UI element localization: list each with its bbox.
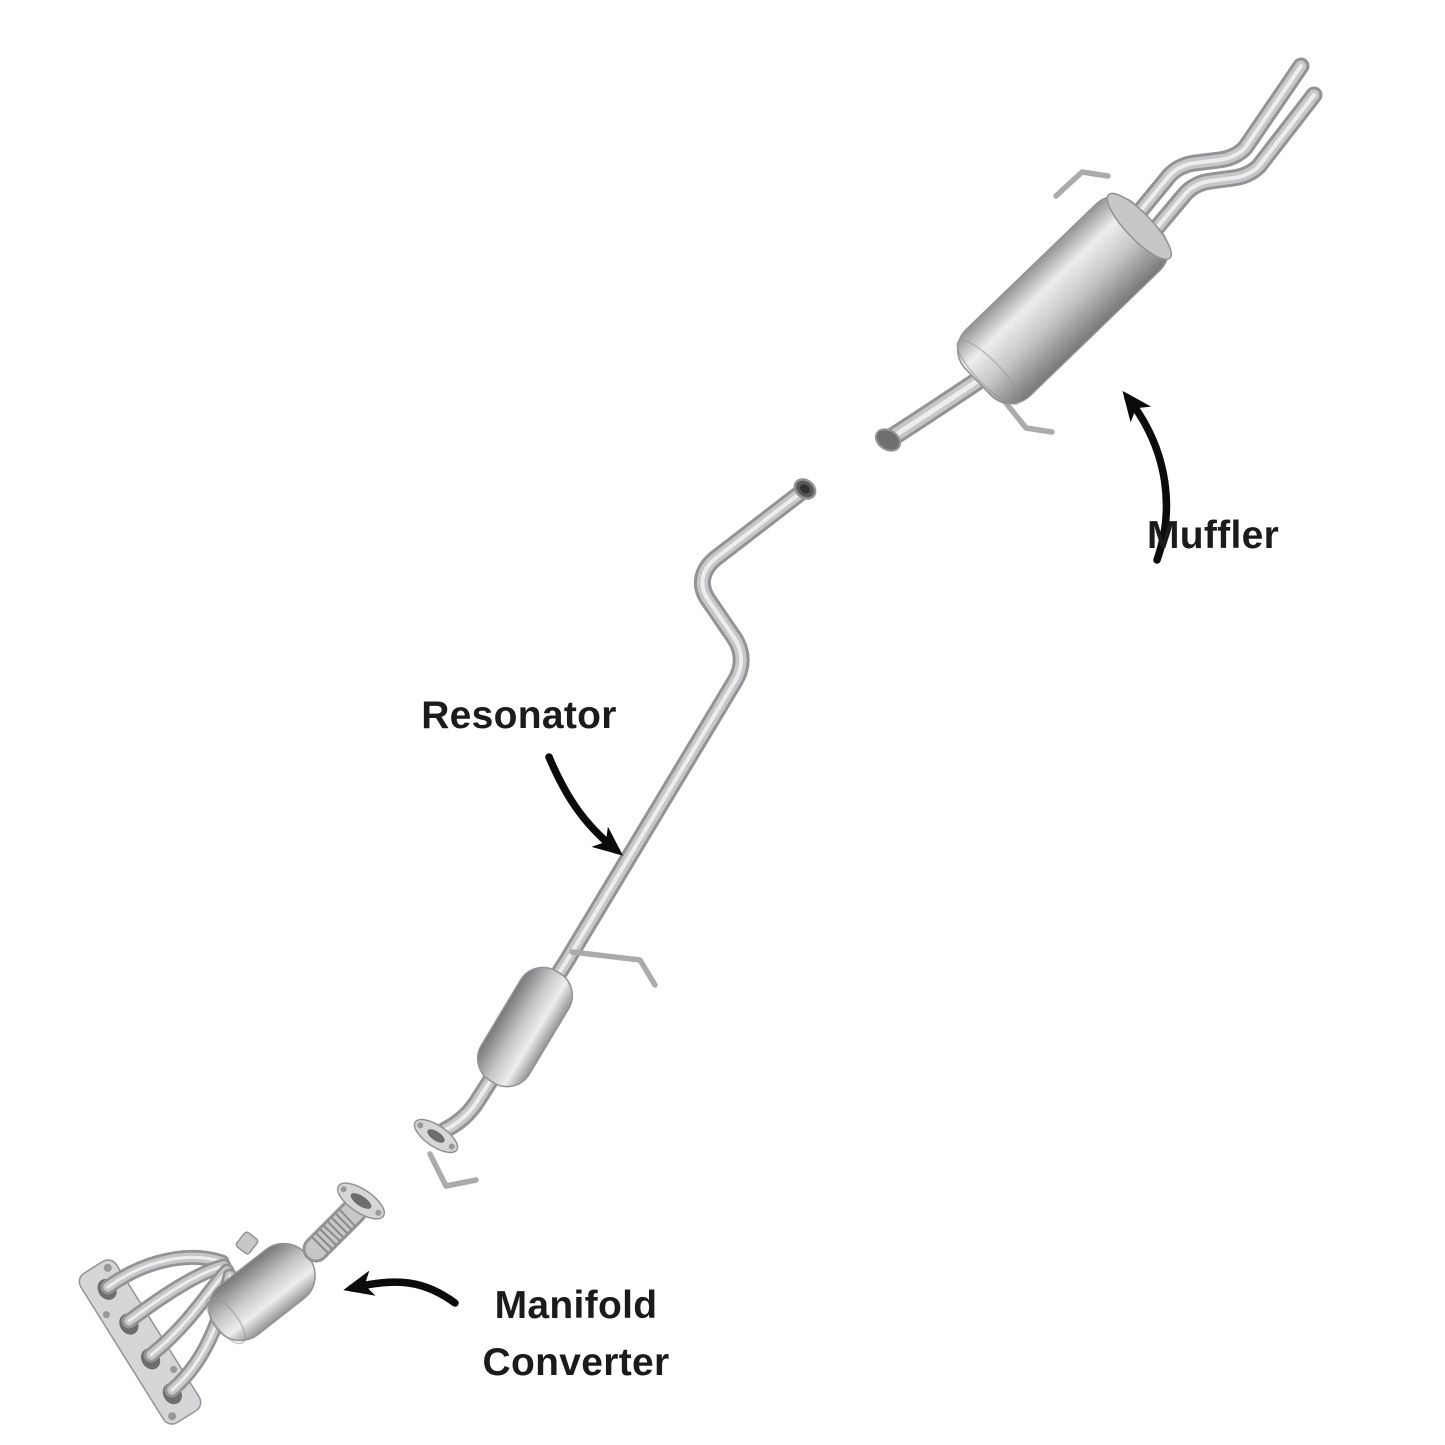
muffler-body [956,192,1172,406]
muffler-assembly [874,66,1314,452]
oxygen-sensor-nub [235,1231,259,1255]
resonator-assembly [413,478,817,1189]
muffler-hanger-rod-bottom [999,395,1055,435]
muffler-hanger-rod-top [1053,169,1111,199]
muffler-inlet-tip [874,428,902,452]
resonator-pipe-open-end [793,478,817,500]
manifold-converter-label-line1: Manifold [494,1284,658,1327]
resonator-hanger-rod-bottom [427,1151,479,1189]
manifold-converter-label: Manifold Converter [483,1277,670,1391]
resonator-arrow [545,753,623,856]
muffler-label: Muffler [1146,514,1280,557]
annotation-arrows [343,390,1171,1307]
resonator-body [476,966,574,1088]
resonator-label: Resonator [421,694,617,737]
muffler-arrow [1122,390,1171,564]
muffler-end-cap [1106,192,1172,261]
manifold-converter-arrow [343,1270,459,1307]
resonator-hanger-rod-top [569,949,658,988]
manifold-top-flange [336,1182,386,1220]
resonator-flange [413,1118,459,1154]
manifold-converter-assembly [78,1182,386,1425]
braid-texture [311,1209,356,1254]
muffler-inlet [874,378,982,452]
manifold-converter-label-line2: Converter [482,1341,670,1384]
flex-braid-section [312,1210,355,1253]
